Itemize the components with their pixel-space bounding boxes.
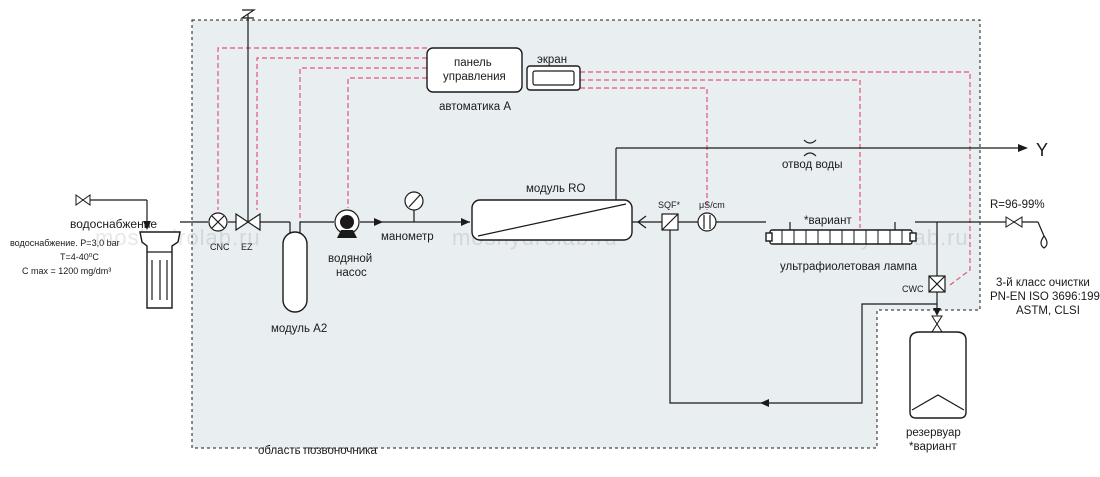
recirculation-line	[669, 222, 941, 407]
drain-y-label: Y	[1036, 140, 1048, 160]
pump-label-line1: водяной	[328, 253, 372, 265]
water-drain-label: отвод воды	[782, 159, 843, 171]
purity-line2: PN-EN ISO 3696:1999	[990, 291, 1100, 303]
reservoir-label: резервуар	[906, 427, 961, 439]
cnc-label: CNC	[210, 242, 230, 252]
pump-label-line2: насос	[336, 267, 367, 279]
screen-label: экран	[537, 54, 567, 66]
sqf-label: SQF*	[658, 200, 681, 210]
ro-module-icon	[471, 199, 633, 241]
control-panel-label-line1: панель	[454, 57, 492, 69]
outlet-valve-icon	[1005, 216, 1023, 228]
ez-solenoid-valve-icon	[235, 9, 261, 232]
signal-lines	[217, 47, 971, 286]
water-supply-inlet	[75, 194, 151, 230]
check-valve-icon	[637, 215, 647, 229]
manometer-label: манометр	[381, 231, 434, 243]
drain-line	[615, 139, 1028, 200]
water-supply-cmax: C max = 1200 mg/dm³	[22, 266, 111, 276]
conductivity-label: μS/cm	[699, 200, 725, 210]
module-a2-cartridge-icon	[282, 222, 308, 313]
manometer-icon	[404, 191, 424, 222]
reservoir-variant-label: *вариант	[909, 441, 957, 453]
ez-label: EZ	[241, 242, 253, 252]
reservoir-icon	[909, 331, 967, 419]
control-panel-box	[426, 47, 523, 93]
water-drop-icon	[1037, 221, 1048, 249]
water-supply-pressure: водоснабжение. P=3,0 bar	[10, 238, 120, 248]
water-pump-icon	[334, 209, 360, 238]
sqf-sensor-icon	[661, 213, 679, 231]
conductivity-meter-icon	[697, 212, 717, 232]
reservoir-valve-icon	[931, 315, 943, 333]
water-supply-title: водоснабжение	[70, 217, 157, 231]
purity-line3: ASTM, CLSI	[1016, 305, 1080, 317]
water-supply-temp: T=4-40⁰C	[60, 252, 99, 262]
pre-filter-icon	[139, 231, 181, 309]
uv-lamp-label: ультрафиолетовая лампа	[780, 261, 918, 273]
control-panel-label-line2: управления	[443, 71, 506, 83]
module-a2-label: модуль A2	[271, 323, 327, 335]
supply-valve-icon	[75, 194, 91, 206]
screen-box	[526, 65, 581, 91]
uv-variant-label: *вариант	[804, 215, 852, 227]
cwc-valve-icon	[928, 275, 946, 293]
purity-line1: 3-й класс очистки	[996, 277, 1090, 289]
module-ro-label: модуль RO	[526, 183, 585, 195]
cwc-label: CWC	[902, 284, 924, 294]
resistivity-label: R=96-99%	[990, 199, 1045, 211]
drain-restrictor-icon	[803, 139, 817, 157]
uv-lamp-icon	[765, 222, 917, 245]
cnc-sensor-icon	[208, 212, 228, 232]
system-area-label: область позвоночника	[258, 445, 377, 457]
automation-label: автоматика A	[439, 101, 511, 113]
